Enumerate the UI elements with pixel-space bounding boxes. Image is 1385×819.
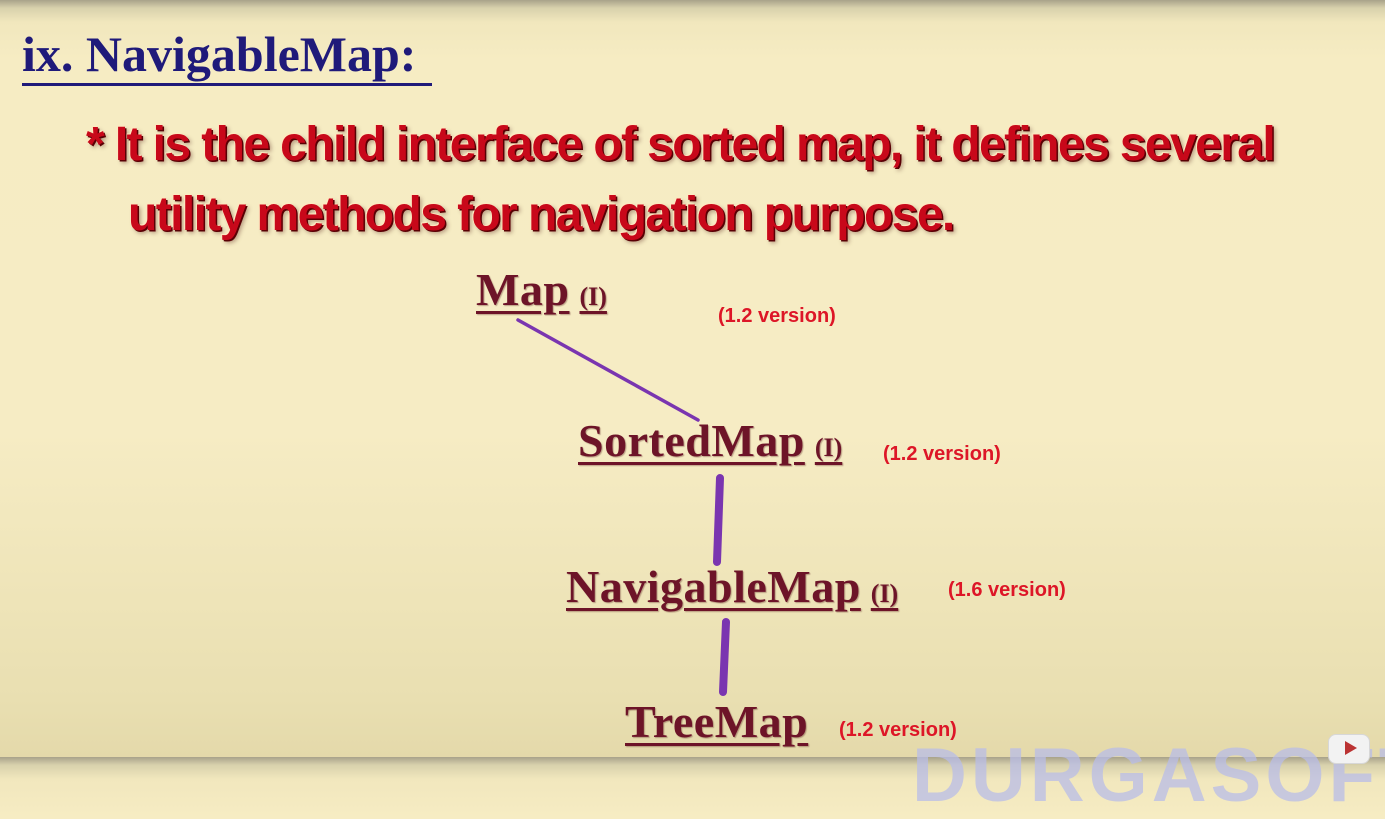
node-sortedmap-kind: (I) — [814, 433, 843, 462]
node-navigablemap-kind: (I) — [870, 579, 899, 608]
node-navigablemap-name: NavigableMap — [566, 561, 861, 612]
title-underline — [22, 83, 432, 86]
play-logo-icon[interactable] — [1328, 734, 1370, 764]
node-map: Map (I) — [476, 263, 607, 316]
node-navigablemap-version: (1.6 version) — [948, 579, 1066, 601]
node-treemap-name: TreeMap — [625, 696, 809, 747]
node-navigablemap: NavigableMap (I) — [566, 560, 898, 613]
watermark-text: DURGASOFT — [912, 733, 1385, 818]
node-map-name: Map — [476, 264, 570, 315]
hierarchy-connectors — [516, 318, 730, 696]
connector-navigablemap-treemap — [719, 618, 730, 696]
node-map-version: (1.2 version) — [718, 305, 836, 327]
node-map-kind: (I) — [579, 282, 607, 311]
node-sortedmap-name: SortedMap — [578, 415, 805, 466]
node-sortedmap: SortedMap (I) — [578, 414, 842, 467]
slide-title: ix. NavigableMap: — [22, 26, 417, 82]
bullet-line-2: utility methods for navigation purpose. — [128, 188, 955, 241]
node-sortedmap-version: (1.2 version) — [883, 443, 1001, 465]
node-treemap: TreeMap — [625, 695, 808, 748]
node-treemap-version: (1.2 version) — [839, 719, 957, 741]
bullet-line-1: * It is the child interface of sorted ma… — [86, 118, 1276, 171]
connector-map-sortedmap — [516, 318, 700, 422]
connector-sortedmap-navigablemap — [713, 474, 724, 566]
